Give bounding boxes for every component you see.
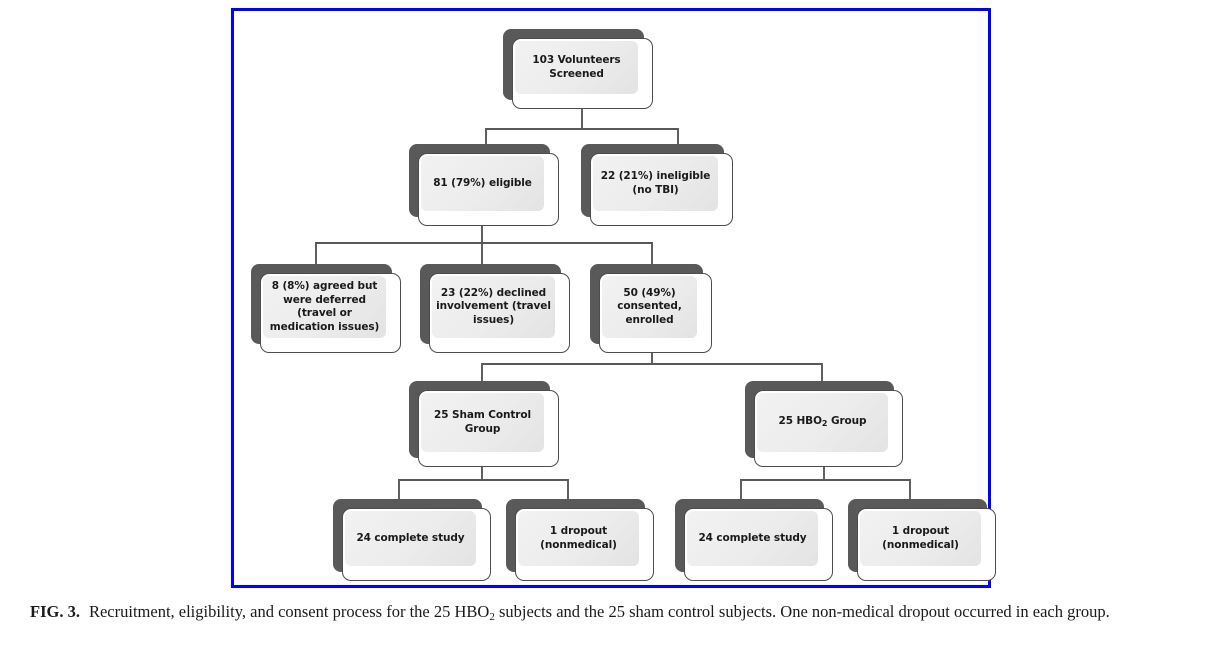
node-panel: 23 (22%) declined involvement (travel is… (432, 276, 555, 338)
node-label-sham-group: 25 Sham Control Group (434, 409, 531, 435)
node-body: 23 (22%) declined involvement (travel is… (429, 273, 570, 353)
node-panel: 81 (79%) eligible (421, 156, 544, 211)
node-body: 25 HBO2 Group (754, 390, 903, 467)
node-label-hbo2-complete: 24 complete study (698, 531, 807, 544)
node-body: 25 Sham Control Group (418, 390, 559, 467)
node-eligible[interactable]: 81 (79%) eligible (409, 144, 559, 226)
node-sham-group[interactable]: 25 Sham Control Group (409, 381, 559, 467)
node-body: 24 complete study (684, 508, 833, 581)
node-label-consented: 50 (49%) consented, enrolled (617, 286, 682, 326)
node-screened[interactable]: 103 Volunteers Screened (503, 29, 653, 109)
flowchart-canvas: 103 Volunteers Screened 81 (79%) eligibl… (234, 11, 996, 585)
node-panel: 25 Sham Control Group (421, 393, 544, 452)
node-hbo2-group[interactable]: 25 HBO2 Group (745, 381, 903, 467)
node-hbo2-complete[interactable]: 24 complete study (675, 499, 833, 581)
node-panel: 8 (8%) agreed but were deferred (travel … (263, 276, 386, 338)
node-panel: 103 Volunteers Screened (515, 41, 638, 94)
node-body: 1 dropout (nonmedical) (857, 508, 996, 581)
figure-caption-text-part2: subjects and the 25 sham control subject… (494, 602, 1110, 621)
node-body: 103 Volunteers Screened (512, 38, 653, 109)
node-panel: 50 (49%) consented, enrolled (602, 276, 697, 338)
node-body: 22 (21%) ineligible (no TBI) (590, 153, 733, 226)
node-sham-complete[interactable]: 24 complete study (333, 499, 491, 581)
node-body: 50 (49%) consented, enrolled (599, 273, 712, 353)
node-label-hbo2-group: 25 HBO2 Group (778, 414, 867, 428)
node-hbo2-dropout[interactable]: 1 dropout (nonmedical) (848, 499, 996, 581)
node-panel: 24 complete study (687, 511, 818, 566)
node-body: 8 (8%) agreed but were deferred (travel … (260, 273, 401, 353)
node-label-sham-dropout: 1 dropout (nonmedical) (540, 525, 617, 551)
node-consented[interactable]: 50 (49%) consented, enrolled (590, 264, 712, 353)
figure-caption-label: FIG. 3. (30, 602, 80, 621)
node-label-deferred: 8 (8%) agreed but were deferred (travel … (269, 280, 380, 333)
node-ineligible[interactable]: 22 (21%) ineligible (no TBI) (581, 144, 733, 226)
node-panel: 1 dropout (nonmedical) (860, 511, 981, 566)
node-declined[interactable]: 23 (22%) declined involvement (travel is… (420, 264, 570, 353)
node-panel: 24 complete study (345, 511, 476, 566)
node-label-sham-complete: 24 complete study (356, 531, 465, 544)
node-body: 24 complete study (342, 508, 491, 581)
node-label-declined: 23 (22%) declined involvement (travel is… (436, 286, 551, 326)
node-body: 1 dropout (nonmedical) (515, 508, 654, 581)
node-deferred[interactable]: 8 (8%) agreed but were deferred (travel … (251, 264, 401, 353)
figure-caption-text-part1: Recruitment, eligibility, and consent pr… (88, 602, 490, 621)
node-panel: 25 HBO2 Group (757, 393, 888, 452)
node-label-hbo2-dropout: 1 dropout (nonmedical) (882, 525, 959, 551)
node-body: 81 (79%) eligible (418, 153, 559, 226)
node-sham-dropout[interactable]: 1 dropout (nonmedical) (506, 499, 654, 581)
node-label-eligible: 81 (79%) eligible (433, 176, 532, 189)
node-panel: 1 dropout (nonmedical) (518, 511, 639, 566)
node-panel: 22 (21%) ineligible (no TBI) (593, 156, 718, 211)
figure-caption: FIG. 3. Recruitment, eligibility, and con… (30, 600, 1190, 629)
figure-frame: 103 Volunteers Screened 81 (79%) eligibl… (231, 8, 996, 588)
figure-caption-subscript: 2 (489, 611, 495, 623)
node-label-ineligible: 22 (21%) ineligible (no TBI) (600, 170, 711, 196)
node-label-screened: 103 Volunteers Screened (532, 54, 621, 80)
